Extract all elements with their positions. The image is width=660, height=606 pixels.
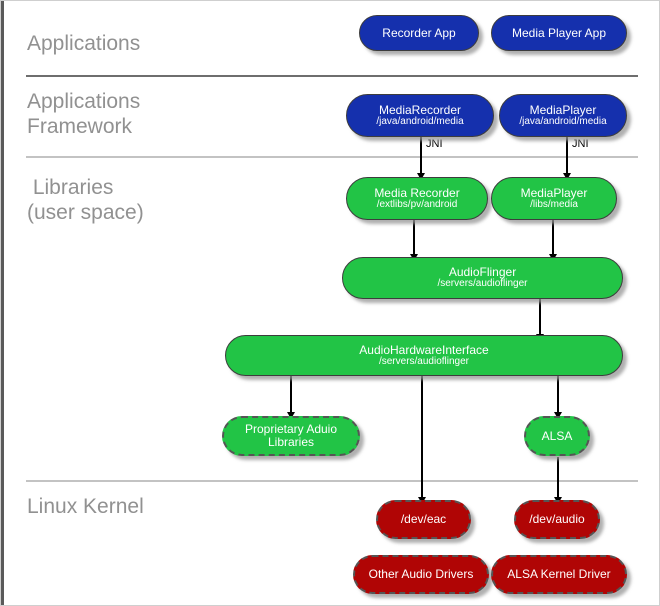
node-mediaplayer-framework-subtitle: /java/android/media — [519, 115, 607, 127]
node-mediarecorder-framework-title: MediaRecorder — [378, 102, 462, 117]
node-audiohardwareinterface-title: AudioHardwareInterface — [359, 342, 489, 357]
node-media-recorder-lib-subtitle: /extlibs/pv/android — [376, 198, 458, 210]
node-media-player-app-title: Media Player App — [511, 25, 607, 40]
node-media-recorder-lib-title: Media Recorder — [374, 185, 460, 200]
node-dev-audio[interactable]: /dev/audio — [514, 500, 600, 539]
node-dev-eac-title: /dev/eac — [400, 512, 447, 527]
node-other-audio-drivers-title: Other Audio Drivers — [368, 567, 474, 582]
connector-audioflinger-audiohardwareinterface — [539, 298, 541, 338]
connector-mediarecorder-audioflinger — [413, 220, 415, 258]
node-dev-eac[interactable]: /dev/eac — [376, 500, 471, 539]
connector-mediaplayer-audioflinger — [552, 220, 554, 258]
node-recorder-app-title: Recorder App — [382, 25, 456, 40]
node-proprietary-audio-libraries[interactable]: Proprietary Aduio Libraries — [222, 416, 360, 456]
node-media-player-app[interactable]: Media Player App — [491, 15, 627, 51]
connector-mediarecorder-jni — [420, 137, 422, 177]
slide-left-border — [1, 1, 4, 605]
connector-alsa-dev-audio — [557, 457, 559, 501]
node-mediaplayer-lib-subtitle: /libs/media — [530, 198, 578, 210]
node-proprietary-audio-libraries-title: Proprietary Aduio — [244, 422, 338, 437]
node-alsa[interactable]: ALSA — [524, 416, 590, 456]
connector-ahi-proprietary — [290, 375, 292, 416]
node-other-audio-drivers[interactable]: Other Audio Drivers — [353, 555, 489, 594]
connector-ahi-dev-eac — [421, 375, 423, 501]
node-alsa-kernel-driver-title: ALSA Kernel Driver — [507, 567, 611, 582]
node-dev-audio-title: /dev/audio — [529, 512, 585, 527]
section-label-applications-framework: Applications Framework — [27, 90, 141, 138]
node-audioflinger-subtitle: /servers/audioflinger — [437, 278, 528, 290]
node-media-recorder-lib[interactable]: Media Recorder /extlibs/pv/android — [346, 177, 488, 220]
divider-applications-framework — [26, 156, 638, 158]
node-mediaplayer-lib[interactable]: MediaPlayer /libs/media — [491, 177, 617, 220]
node-proprietary-audio-libraries-subtitle: Libraries — [267, 435, 315, 449]
section-label-applications: Applications — [27, 32, 141, 55]
divider-libraries — [26, 480, 638, 482]
node-mediaplayer-framework[interactable]: MediaPlayer /java/android/media — [499, 94, 627, 137]
node-mediaplayer-lib-title: MediaPlayer — [520, 185, 588, 200]
node-audioflinger-title: AudioFlinger — [448, 265, 517, 280]
node-alsa-kernel-driver[interactable]: ALSA Kernel Driver — [491, 555, 627, 594]
section-label-libraries: Libraries (user space) — [27, 176, 144, 224]
divider-applications — [26, 75, 638, 77]
section-label-linux-kernel: Linux Kernel — [27, 495, 144, 518]
node-alsa-title: ALSA — [541, 428, 573, 443]
connector-mediaplayer-jni — [566, 137, 568, 177]
node-mediarecorder-framework-subtitle: /java/android/media — [376, 115, 464, 127]
node-recorder-app[interactable]: Recorder App — [359, 15, 479, 51]
node-audiohardwareinterface[interactable]: AudioHardwareInterface /servers/audiofli… — [225, 335, 623, 376]
node-mediaplayer-framework-title: MediaPlayer — [529, 102, 597, 117]
node-mediarecorder-framework[interactable]: MediaRecorder /java/android/media — [346, 94, 494, 137]
node-audiohardwareinterface-subtitle: /servers/audioflinger — [378, 355, 470, 367]
edge-label-jni-recorder: JNI — [426, 138, 443, 150]
edge-label-jni-player: JNI — [572, 138, 589, 150]
connector-ahi-alsa — [557, 375, 559, 416]
node-audioflinger[interactable]: AudioFlinger /servers/audioflinger — [342, 257, 623, 299]
